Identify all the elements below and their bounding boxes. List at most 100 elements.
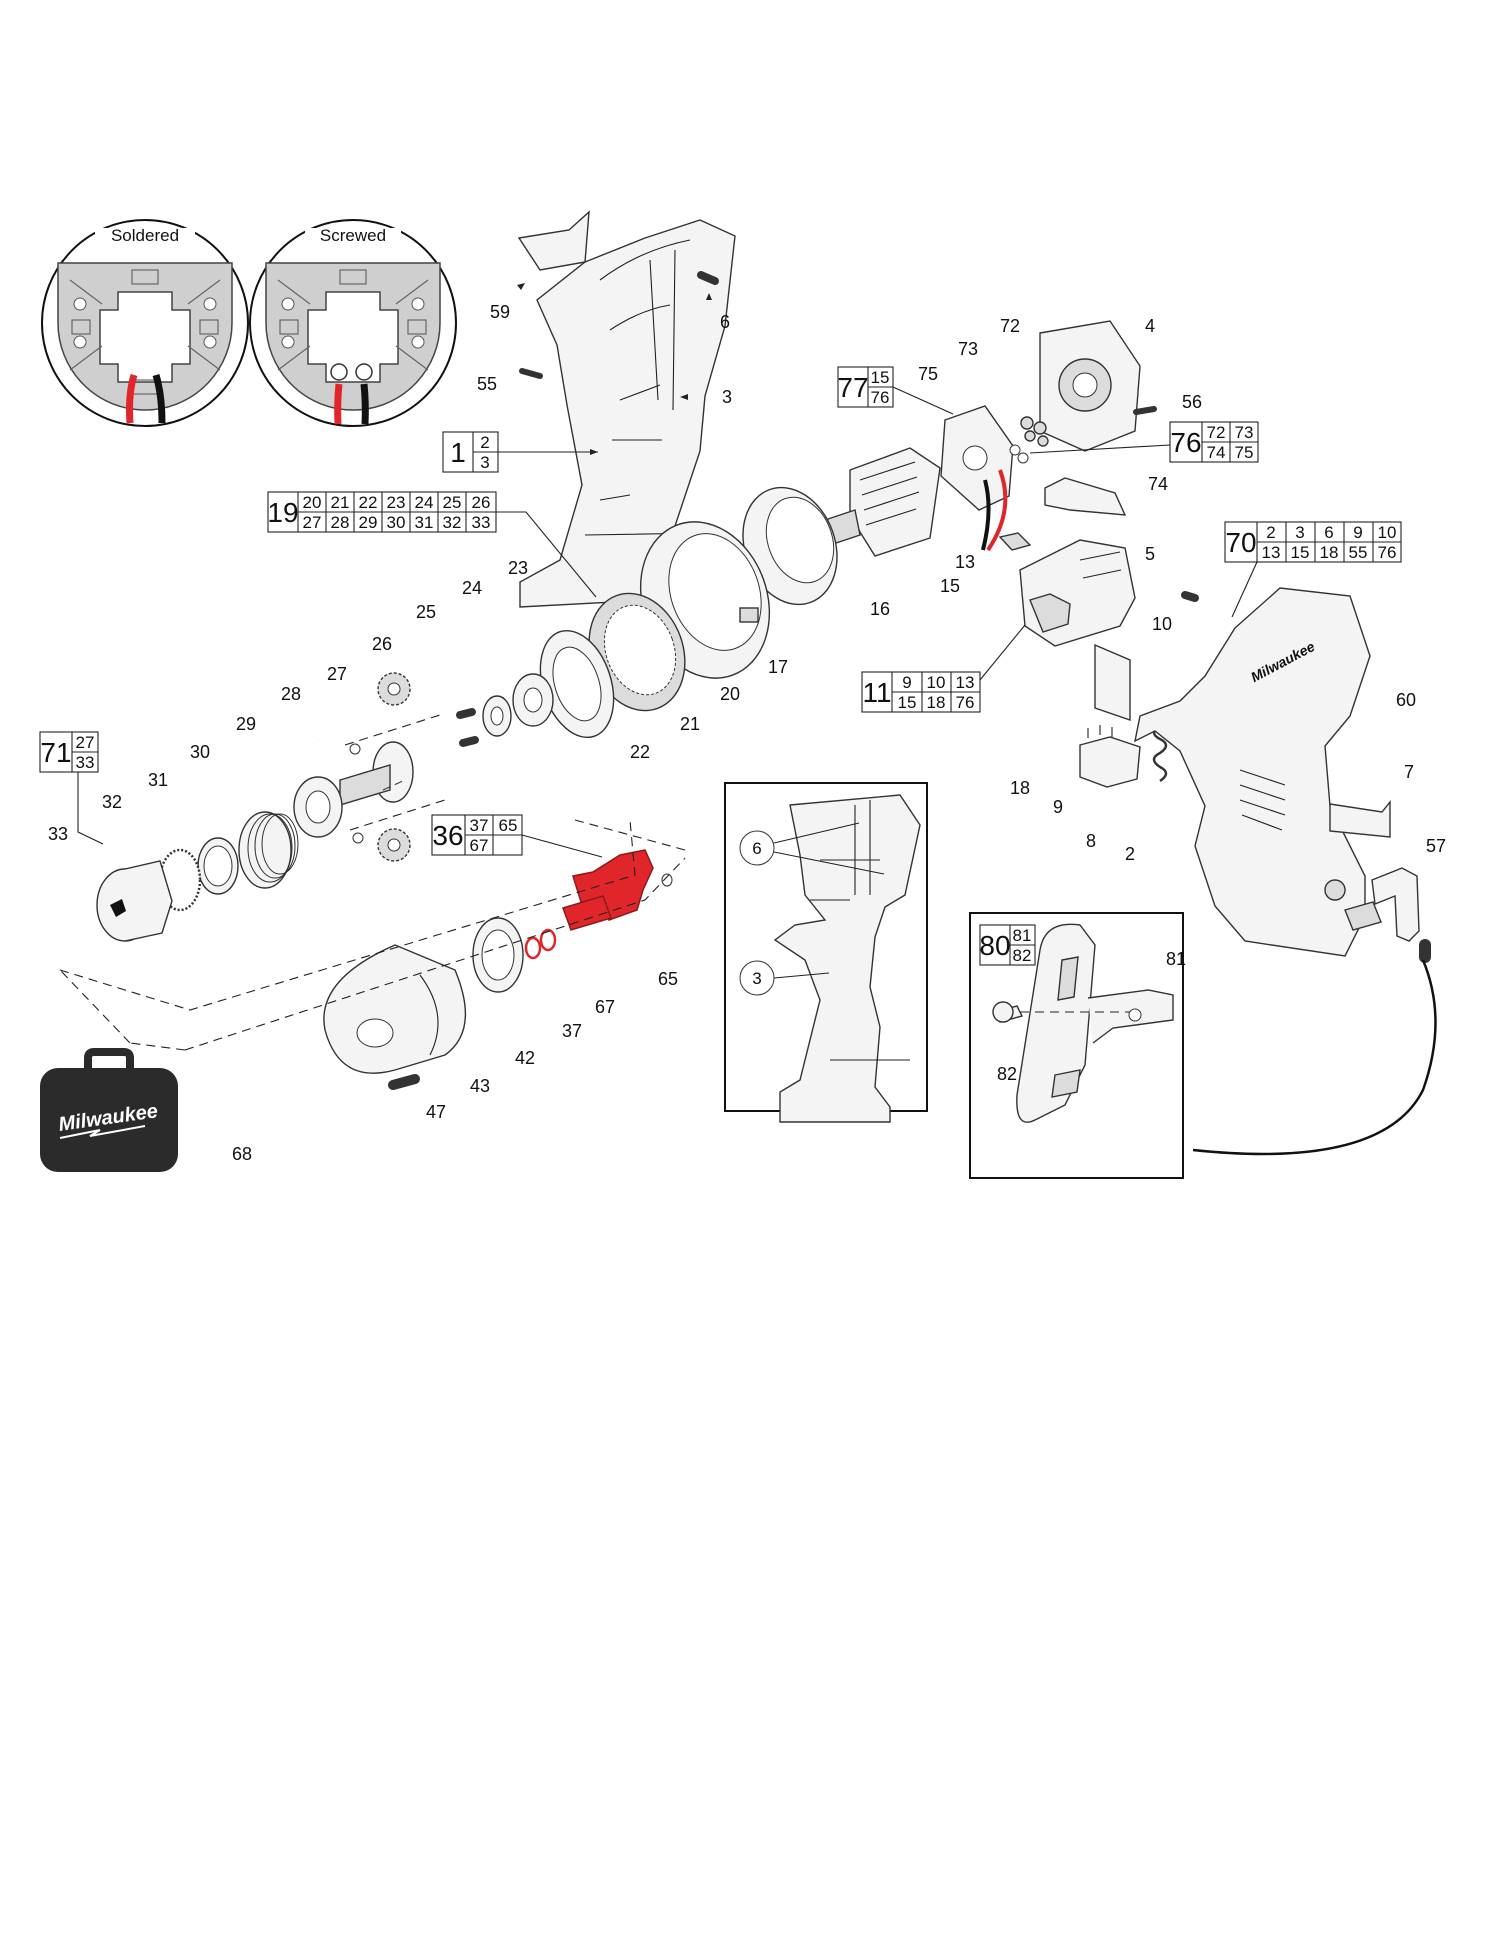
callout-59: 59 [490, 302, 510, 322]
inset-housing-detail: 6 3 [724, 782, 928, 1123]
label-60 [1329, 800, 1391, 838]
kit-19-row1-1: 20 [303, 493, 322, 512]
callout-7: 7 [1404, 762, 1414, 782]
kit-19-row1-5: 24 [415, 493, 434, 512]
soldered-label: Soldered [111, 226, 179, 245]
callout-6: 6 [720, 312, 730, 332]
kit-11-row1-1: 9 [902, 673, 911, 692]
callout-25: 25 [416, 602, 436, 622]
callout-21: 21 [680, 714, 700, 734]
switch-base-9 [1079, 725, 1141, 788]
kit-71-main: 71 [40, 737, 71, 768]
callout-74: 74 [1148, 474, 1168, 494]
kit-11-row2-2: 18 [927, 693, 946, 712]
kit-70-row2-2: 15 [1291, 543, 1310, 562]
kit-80-main: 80 [979, 930, 1010, 961]
kit-36-row2-1: 67 [470, 836, 489, 855]
kit-71-row2-1: 33 [76, 753, 95, 772]
kit-80-row1-1: 81 [1013, 926, 1032, 945]
pins-25 [456, 708, 479, 747]
planet-gear-26 [377, 672, 411, 862]
callout-2: 2 [1125, 844, 1135, 864]
callout-65: 65 [658, 969, 678, 989]
kit-70-row1-5: 10 [1378, 523, 1397, 542]
callout-15: 15 [940, 576, 960, 596]
kit-70-row1-3: 6 [1324, 523, 1333, 542]
kit-77-row1-1: 15 [871, 368, 890, 387]
kit-19-row2-4: 30 [387, 513, 406, 532]
callout-82: 82 [997, 1064, 1017, 1084]
ball-28 [349, 743, 361, 755]
kit-71: 71 27 33 [39, 731, 104, 845]
bracket-18 [1094, 643, 1131, 721]
soldered-detail: Soldered [41, 219, 249, 427]
kit-11-row2-3: 76 [956, 693, 975, 712]
pin-6 [697, 271, 719, 285]
kit-76-row2-1: 74 [1207, 443, 1226, 462]
trigger-5 [1044, 477, 1127, 516]
kit-36-row1-1: 37 [470, 816, 489, 835]
kit-70-row2-3: 18 [1320, 543, 1339, 562]
callout-33: 33 [48, 824, 68, 844]
callout-42: 42 [515, 1048, 535, 1068]
callout-72: 72 [1000, 316, 1020, 336]
kit-19-row1-6: 25 [443, 493, 462, 512]
kit-19-row1-4: 23 [387, 493, 406, 512]
callout-47: 47 [426, 1102, 446, 1122]
assembly-guides-upper [344, 714, 446, 831]
callout-18: 18 [1010, 778, 1030, 798]
kit-70-row1-1: 2 [1266, 523, 1275, 542]
kit-19-row2-2: 28 [331, 513, 350, 532]
kit-19-row1-3: 22 [359, 493, 378, 512]
part-13 [998, 532, 1032, 551]
callout-17: 17 [768, 657, 788, 677]
callout-23: 23 [508, 558, 528, 578]
assembly-guides-lower [59, 819, 686, 1051]
inset-callout-3: 3 [752, 969, 761, 988]
kit-1-row1-1: 2 [480, 433, 489, 452]
callout-56: 56 [1182, 392, 1202, 412]
kit-70-row1-4: 9 [1353, 523, 1362, 542]
kit-76-row2-2: 75 [1235, 443, 1254, 462]
ring-gear-21 [588, 592, 686, 712]
kit-71-row1-1: 27 [76, 733, 95, 752]
callout-57: 57 [1426, 836, 1446, 856]
kit-1-row2-1: 3 [480, 453, 489, 472]
kit-36-row1-2: 65 [499, 816, 518, 835]
kit-19-row1-2: 21 [331, 493, 350, 512]
kit-11-main: 11 [862, 677, 891, 708]
callout-30: 30 [190, 742, 210, 762]
kit-70-row1-2: 3 [1295, 523, 1304, 542]
callout-60: 60 [1396, 690, 1416, 710]
callout-16: 16 [870, 599, 890, 619]
kit-11-row1-3: 13 [956, 673, 975, 692]
housing-half-2: Milwaukee [1134, 587, 1371, 957]
spring-8 [1152, 723, 1168, 783]
screw-55 [519, 368, 543, 379]
spring-30 [238, 811, 299, 889]
stator-17 [742, 486, 838, 606]
inset-callout-6: 6 [752, 839, 761, 858]
kit-80: 80 81 82 [979, 924, 1036, 966]
bearing-23 [512, 673, 554, 727]
kit-80-row2-1: 82 [1013, 946, 1032, 965]
callout-73: 73 [958, 339, 978, 359]
callout-10: 10 [1152, 614, 1172, 634]
kit-70-main: 70 [1225, 527, 1256, 558]
kit-76-row1-2: 73 [1235, 423, 1254, 442]
callout-20: 20 [720, 684, 740, 704]
kit-70-row2-4: 55 [1349, 543, 1368, 562]
switch-10 [1019, 539, 1136, 647]
kit-70-row2-5: 76 [1378, 543, 1397, 562]
callout-67: 67 [595, 997, 615, 1017]
pin [1181, 591, 1199, 602]
ball-65 [661, 873, 673, 887]
callout-81: 81 [1166, 949, 1186, 969]
callout-5: 5 [1145, 544, 1155, 564]
callout-29: 29 [236, 714, 256, 734]
kit-19-row1-7: 26 [472, 493, 491, 512]
black-wire-screwed [360, 383, 369, 425]
screw-56 [1133, 406, 1157, 415]
red-wire-soldered [126, 373, 138, 424]
